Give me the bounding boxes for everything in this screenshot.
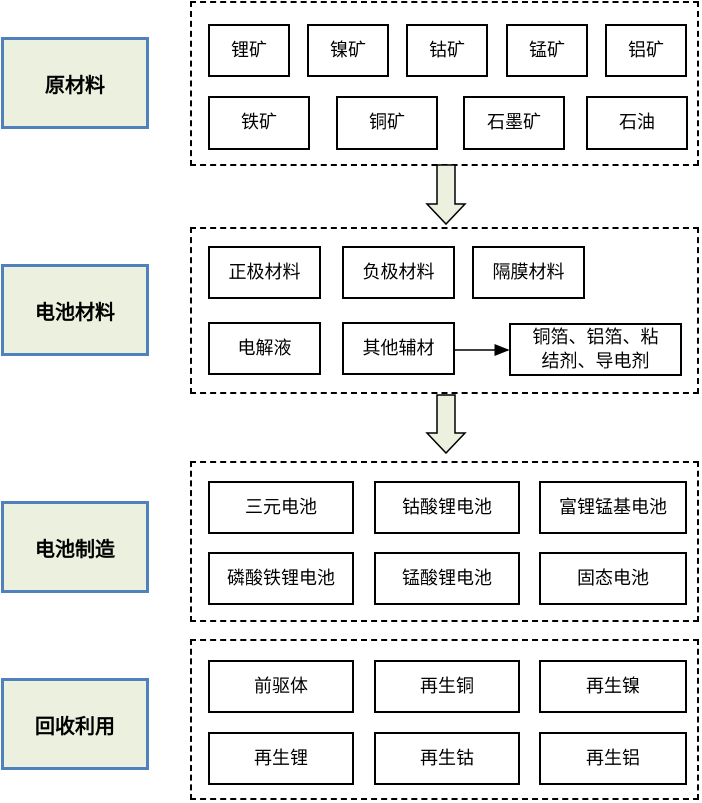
node-auxiliary-materials: 其他辅材	[342, 322, 455, 375]
node-aluminum-ore: 铝矿	[605, 24, 687, 77]
stage-raw-materials: 原材料	[1, 37, 149, 129]
node-precursor: 前驱体	[208, 660, 354, 713]
node-manganese-ore: 锰矿	[506, 24, 588, 77]
node-recycled-lithium: 再生锂	[208, 732, 354, 785]
flow-arrow-raw-to-materials	[425, 164, 467, 226]
node-auxiliary-detail: 铜箔、铝箔、粘 结剂、导电剂	[509, 323, 682, 376]
node-separator-material: 隔膜材料	[472, 246, 585, 299]
node-electrolyte: 电解液	[208, 322, 321, 375]
node-ternary-battery: 三元电池	[208, 481, 354, 534]
aux-detail-line-1: 铜箔、铝箔、粘	[532, 326, 659, 348]
stage-battery-manufacturing: 电池制造	[1, 501, 149, 593]
node-recycled-cobalt: 再生钴	[374, 732, 520, 785]
node-copper-ore: 铜矿	[336, 96, 438, 150]
node-cathode-material: 正极材料	[208, 246, 321, 299]
node-lmo-battery: 锰酸锂电池	[374, 552, 520, 605]
node-nickel-ore: 镍矿	[307, 24, 389, 77]
stage-recycling: 回收利用	[1, 678, 149, 770]
node-petroleum: 石油	[586, 96, 688, 150]
node-recycled-copper: 再生铜	[374, 660, 520, 713]
node-lco-battery: 钴酸锂电池	[374, 481, 520, 534]
flow-arrow-materials-to-manufacturing	[425, 394, 467, 455]
node-graphite-ore: 石墨矿	[463, 96, 565, 150]
stage-battery-materials: 电池材料	[1, 264, 149, 356]
node-recycled-nickel: 再生镍	[539, 660, 687, 713]
aux-detail-line-2: 结剂、导电剂	[541, 350, 650, 372]
node-lithium-ore: 锂矿	[208, 24, 290, 77]
node-lirich-battery: 富锂锰基电池	[539, 481, 687, 534]
node-anode-material: 负极材料	[342, 246, 455, 299]
node-cobalt-ore: 钴矿	[406, 24, 488, 77]
node-iron-ore: 铁矿	[208, 96, 310, 150]
node-recycled-aluminum: 再生铝	[539, 732, 687, 785]
node-solid-state-battery: 固态电池	[539, 552, 687, 605]
node-lfp-battery: 磷酸铁锂电池	[208, 552, 354, 605]
